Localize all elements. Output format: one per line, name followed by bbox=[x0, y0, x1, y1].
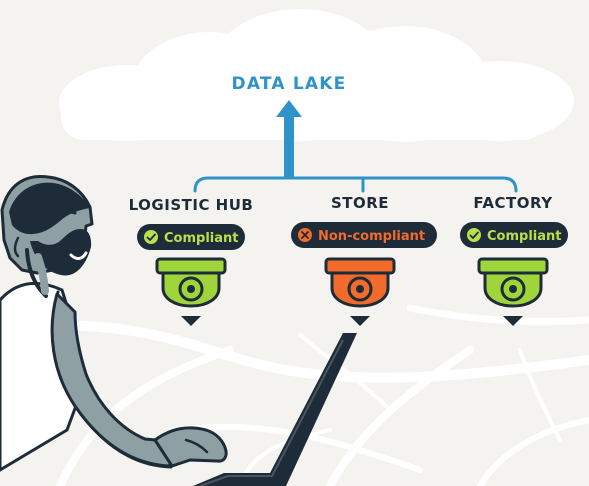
upload-arrow-icon bbox=[276, 100, 302, 178]
site-title-logistic-hub: LOGISTIC HUB bbox=[129, 196, 254, 214]
check-circle-icon bbox=[467, 228, 481, 242]
status-text-factory: Compliant bbox=[487, 229, 561, 244]
data-lake-title: DATA LAKE bbox=[232, 74, 347, 94]
status-badge-store: Non-compliant bbox=[291, 222, 437, 248]
check-circle-icon bbox=[144, 230, 158, 244]
status-badge-logistic-hub: Compliant bbox=[137, 224, 245, 250]
status-badge-factory: Compliant bbox=[460, 222, 568, 248]
site-title-factory: FACTORY bbox=[473, 194, 553, 212]
camera-icon-factory bbox=[477, 257, 549, 326]
status-text-logistic-hub: Compliant bbox=[164, 231, 238, 246]
cloud-shape bbox=[59, 9, 574, 142]
camera-icon-logistic-hub bbox=[155, 257, 227, 326]
status-text-store: Non-compliant bbox=[318, 229, 425, 244]
person-illustration bbox=[0, 175, 228, 472]
camera-icon-store bbox=[324, 257, 396, 326]
laptop-illustration bbox=[193, 333, 357, 486]
site-title-store: STORE bbox=[331, 194, 389, 212]
